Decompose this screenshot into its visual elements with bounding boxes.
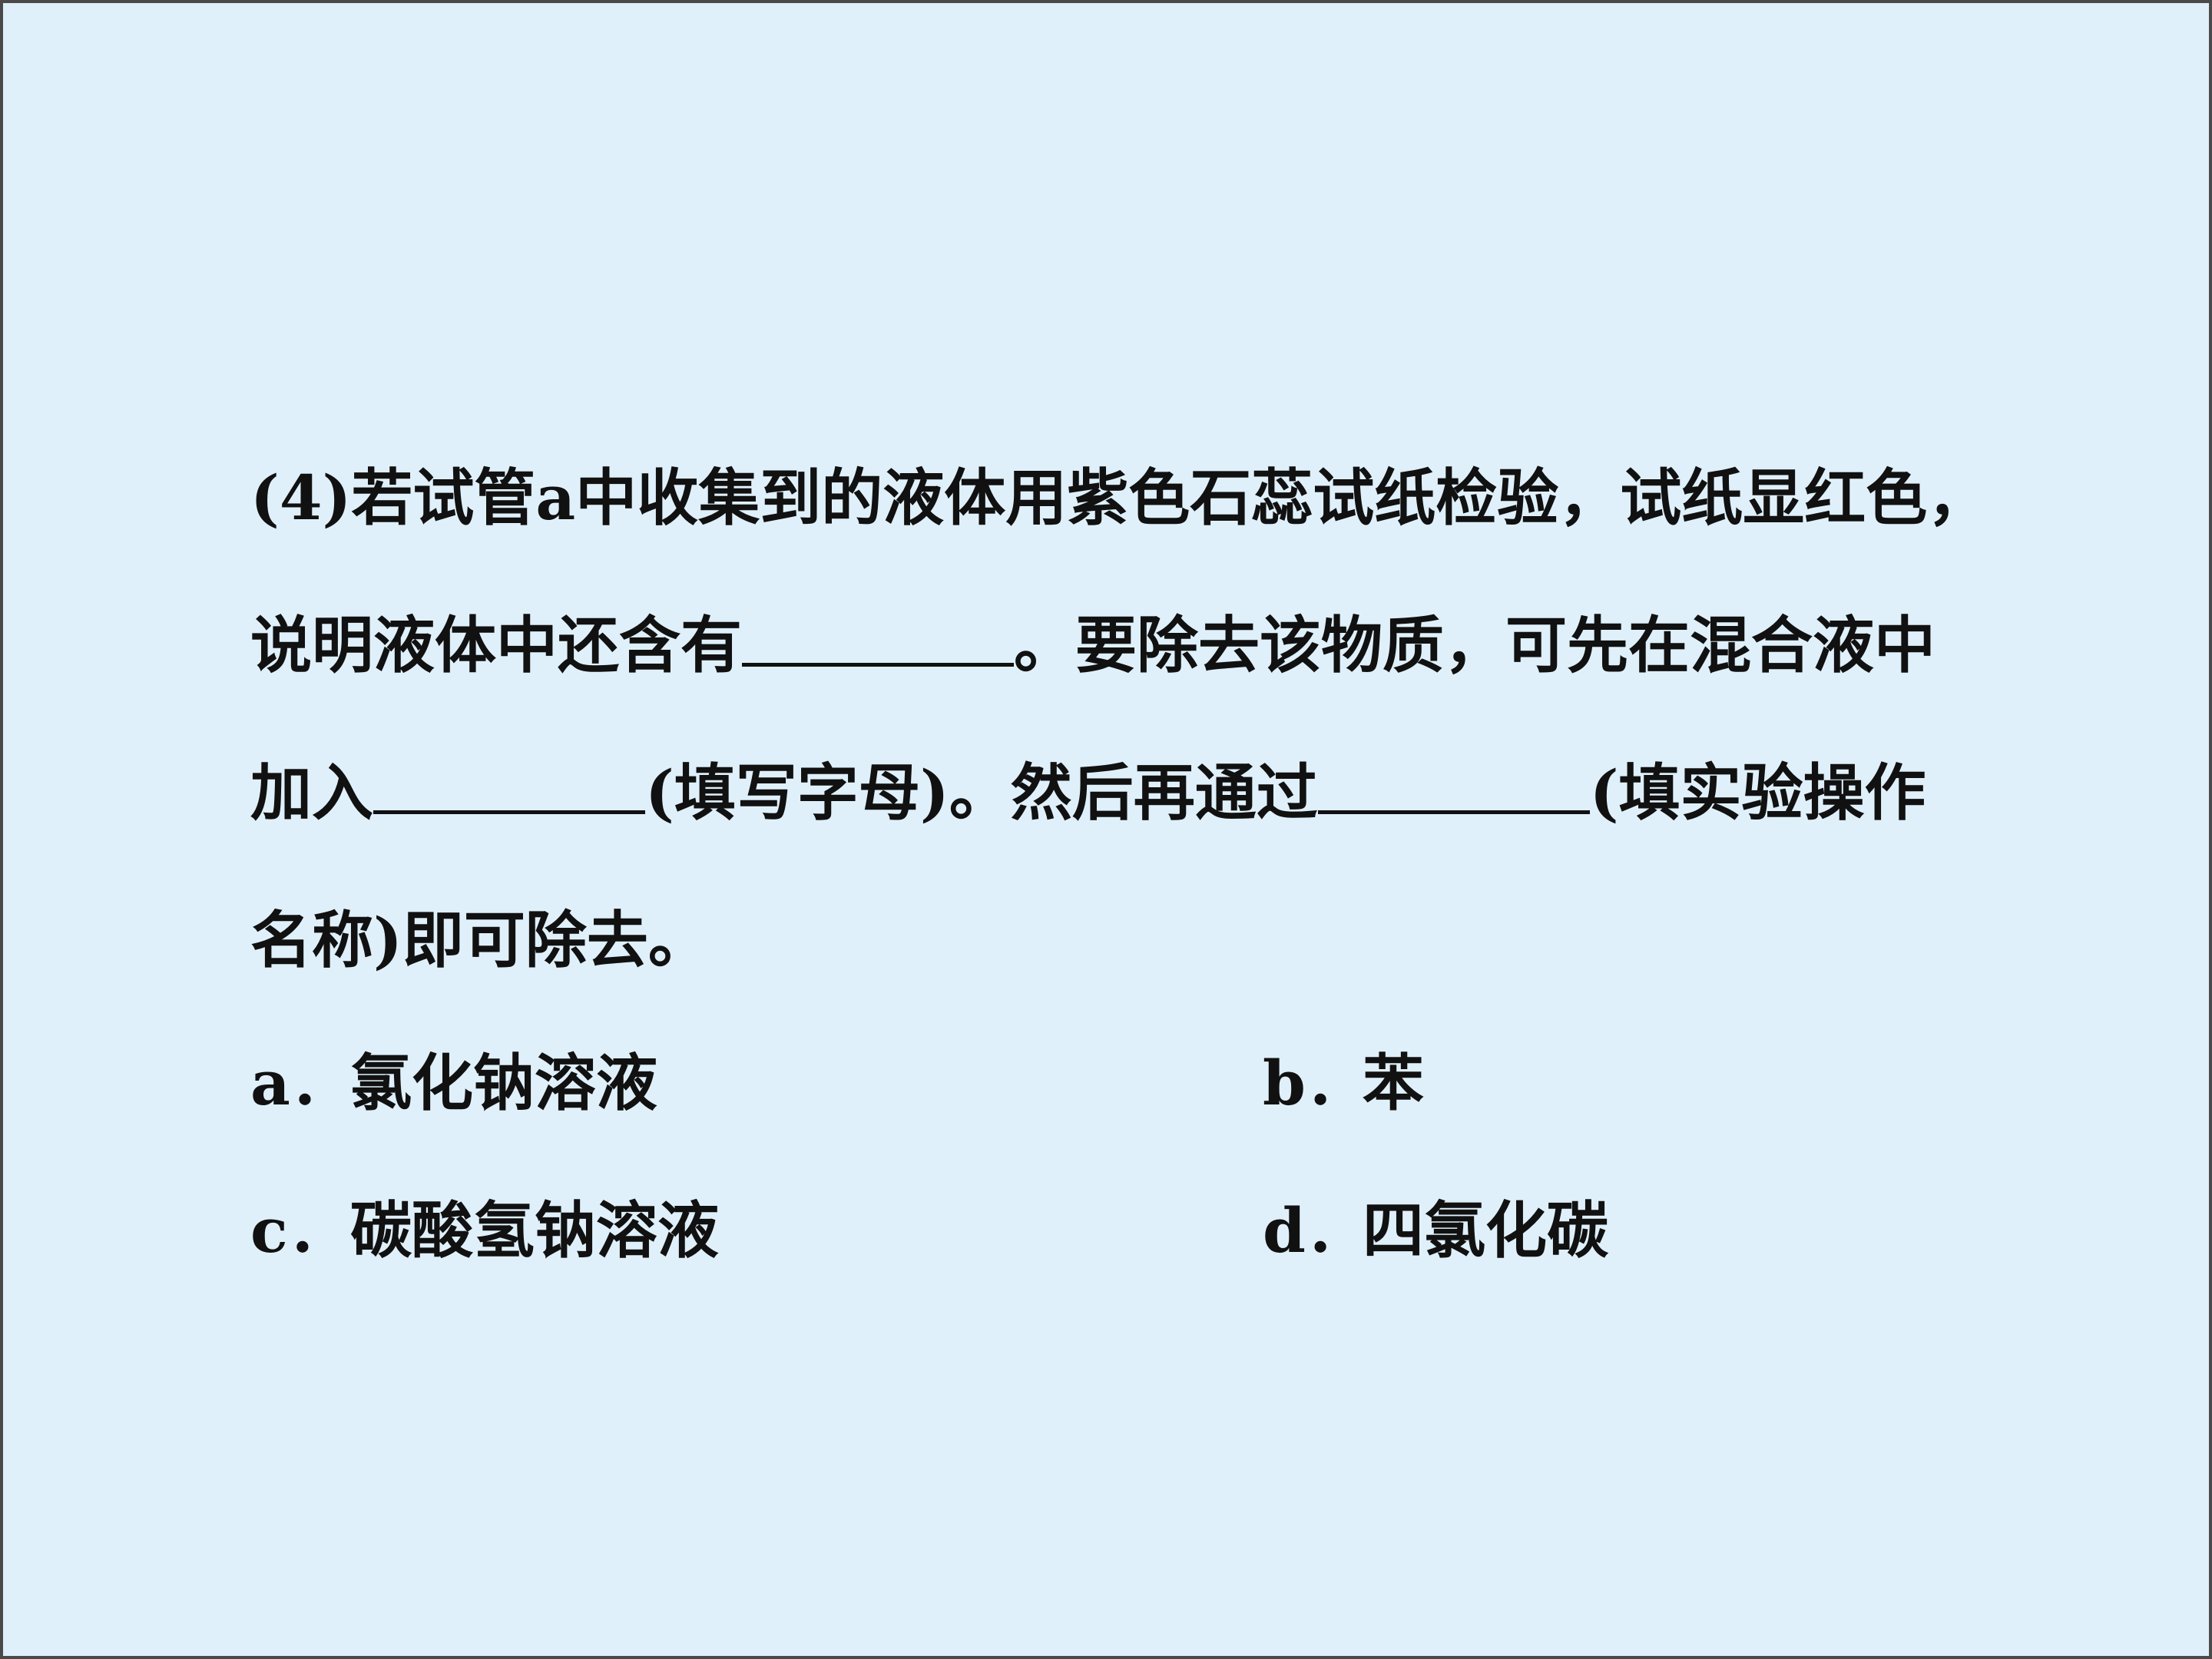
answer-blank-1[interactable] [742,609,1014,667]
answer-options: a．氯化钠溶液 b．苯 c．碳酸氢钠溶液 d．四氯化碳 [250,1009,2155,1304]
question-line-3-end: (填实验操作 [1589,757,1926,829]
option-b[interactable]: b．苯 [1263,1009,1424,1157]
option-text: 碳酸氢钠溶液 [350,1194,719,1267]
option-a[interactable]: a．氯化钠溶液 [250,1009,657,1157]
option-letter: b． [1263,1047,1367,1119]
question-line-2: 说明液体中还含有 。要除去该物质，可先在混合液中 [250,571,2155,719]
question-text: (4)若试管a中收集到的液体用紫色石蕊试纸检验，试纸显红色， 说明液体中还含有 。… [250,424,2155,1014]
option-text: 苯 [1363,1047,1424,1119]
answer-blank-3[interactable] [1317,757,1590,814]
option-letter: a． [250,1047,352,1119]
option-text: 氯化钠溶液 [350,1047,657,1119]
option-letter: c． [250,1194,349,1267]
question-line-3-middle: (填写字母)。然后再通过 [645,757,1318,829]
option-d[interactable]: d．四氯化碳 [1263,1157,1608,1304]
option-text: 四氯化碳 [1363,1194,1608,1267]
option-letter: d． [1263,1194,1367,1267]
question-line-2-start: 说明液体中还含有 [250,609,742,681]
question-line-3: 加入 (填写字母)。然后再通过 (填实验操作 [250,719,2155,866]
option-c[interactable]: c．碳酸氢钠溶液 [250,1157,719,1304]
question-line-2-end: 。要除去该物质，可先在混合液中 [1014,609,1936,681]
question-line-4: 名称)即可除去。 [250,904,710,976]
question-line-1: (4)若试管a中收集到的液体用紫色石蕊试纸检验，试纸显红色， [250,462,1989,534]
answer-blank-2[interactable] [373,757,645,814]
question-line-3-start: 加入 [250,757,373,829]
option-row-2: c．碳酸氢钠溶液 d．四氯化碳 [250,1157,2155,1304]
option-row-1: a．氯化钠溶液 b．苯 [250,1009,2155,1157]
